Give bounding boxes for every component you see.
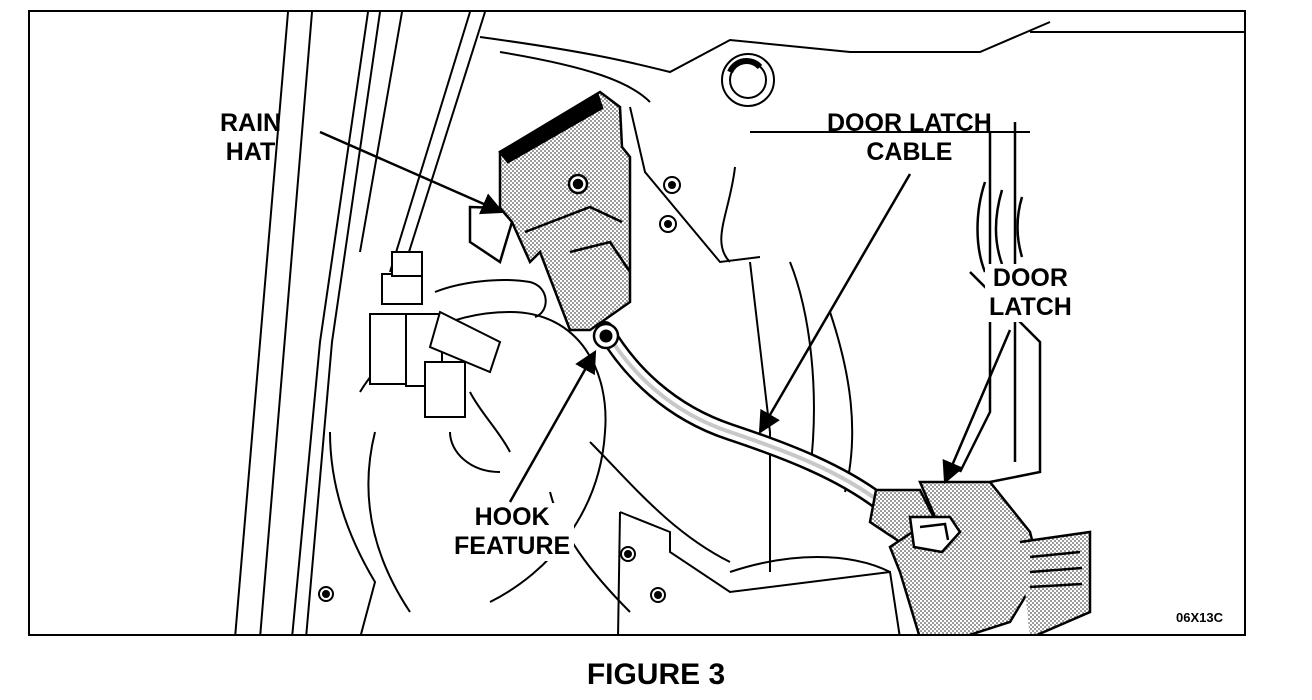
latch-opening-arcs	[976, 181, 1024, 273]
callout-rain-hat-line1: RAIN	[220, 109, 282, 137]
door-latch-assembly	[868, 122, 1092, 634]
access-hole	[721, 53, 775, 107]
regulator-plate	[617, 261, 901, 634]
callout-hook-feature-line2: FEATURE	[454, 532, 571, 560]
callout-rain-hat: RAIN HAT	[220, 109, 281, 167]
rain-hat-bracket	[468, 90, 632, 332]
wiring-connectors	[369, 251, 547, 473]
callout-rain-hat-line2: HAT	[225, 138, 276, 166]
callout-door-latch: DOOR LATCH	[985, 264, 1076, 322]
figure-title: FIGURE 3	[586, 658, 726, 691]
callout-door-latch-line1: DOOR	[992, 264, 1068, 292]
door-latch-cable	[592, 321, 889, 511]
inner-panel-outline	[479, 21, 1244, 264]
door-interior-illustration	[234, 12, 1244, 634]
arrow-door-latch-cable	[758, 173, 912, 434]
callout-hook-feature-line1: HOOK	[474, 503, 550, 531]
arrow-hook-feature	[508, 350, 597, 503]
figure-code: 06X13C	[1176, 610, 1223, 625]
diagram-frame: RAIN HAT DOOR LATCH CABLE DOOR LATCH HOO…	[28, 10, 1246, 636]
callout-hook-feature: HOOK FEATURE	[450, 503, 575, 561]
callout-door-latch-line2: LATCH	[989, 293, 1072, 321]
door-frame-channel	[234, 12, 486, 634]
callout-arrows	[319, 130, 1012, 503]
callout-door-latch-cable-line1: DOOR LATCH	[827, 109, 992, 137]
callout-door-latch-cable-line2: CABLE	[866, 138, 953, 166]
arrow-rain-hat	[319, 130, 505, 215]
callout-door-latch-cable: DOOR LATCH CABLE	[827, 109, 992, 167]
arrow-door-latch	[942, 329, 1012, 485]
